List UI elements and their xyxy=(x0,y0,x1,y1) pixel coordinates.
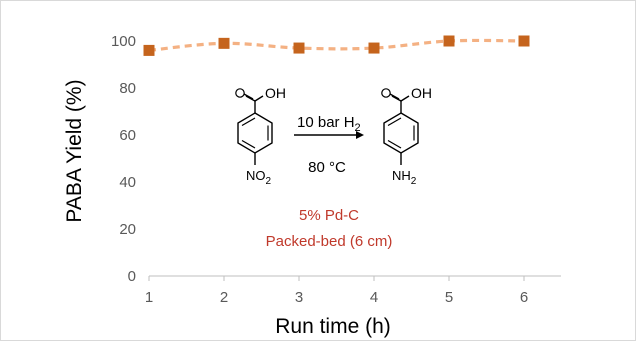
reactant-carbonyl-oxygen xyxy=(235,88,245,98)
series-layer xyxy=(143,35,530,56)
reaction-arrow xyxy=(294,131,364,139)
data-point xyxy=(218,37,230,49)
product-structure: OH NH2 xyxy=(381,85,432,187)
axes-layer: 0 20 40 60 80 100 1 2 3 4 5 6 xyxy=(111,33,561,306)
reactor-label: Packed-bed (6 cm) xyxy=(266,233,393,250)
product-double-bond xyxy=(387,139,402,149)
x-tick-label: 6 xyxy=(520,289,528,306)
product-double-bond xyxy=(387,117,402,127)
product-bond xyxy=(389,93,400,100)
x-tick-label: 1 xyxy=(145,289,153,306)
data-point xyxy=(368,42,380,54)
reactant-substituent: NO2 xyxy=(246,168,272,187)
reactant-structure: OH NO2 xyxy=(235,85,286,187)
x-tick-label: 3 xyxy=(295,289,303,306)
reaction-condition-temperature: 80 °C xyxy=(308,159,346,176)
product-substituent: NH2 xyxy=(392,168,417,187)
product-benzene-ring xyxy=(383,112,419,154)
y-tick-label: 60 xyxy=(119,127,136,144)
data-point xyxy=(143,44,155,56)
reaction-condition-pressure: 10 bar H2 xyxy=(297,114,361,134)
y-axis-title: PABA Yield (%) xyxy=(63,79,86,222)
y-tick-label: 0 xyxy=(128,268,136,285)
reactant-bond xyxy=(254,95,264,102)
x-axis-title: Run time (h) xyxy=(275,315,391,338)
x-tick-label: 5 xyxy=(445,289,453,306)
reactant-acid-group: OH xyxy=(265,85,286,101)
reactant-benzene-ring xyxy=(237,112,273,154)
product-acid-group: OH xyxy=(411,85,432,101)
x-tick-label: 2 xyxy=(220,289,228,306)
product-bond xyxy=(391,95,402,102)
x-tick-label: 4 xyxy=(370,289,378,306)
data-point xyxy=(293,42,305,54)
series-line xyxy=(148,38,525,52)
product-bond xyxy=(400,95,410,102)
data-point xyxy=(443,35,455,47)
reactant-bond xyxy=(245,95,256,102)
catalyst-label: 5% Pd-C xyxy=(299,207,359,224)
product-carbonyl-oxygen xyxy=(381,88,391,98)
reaction-scheme: OH NO2 10 bar H2 80 °C xyxy=(235,85,432,187)
arrow-head xyxy=(356,131,364,139)
y-tick-label: 20 xyxy=(119,221,136,238)
reactant-double-bond xyxy=(241,139,256,149)
y-tick-label: 80 xyxy=(119,80,136,97)
reactant-double-bond xyxy=(241,117,256,127)
data-point xyxy=(518,35,530,47)
y-tick-label: 100 xyxy=(111,33,136,50)
reactant-bond xyxy=(243,93,254,100)
y-tick-label: 40 xyxy=(119,174,136,191)
